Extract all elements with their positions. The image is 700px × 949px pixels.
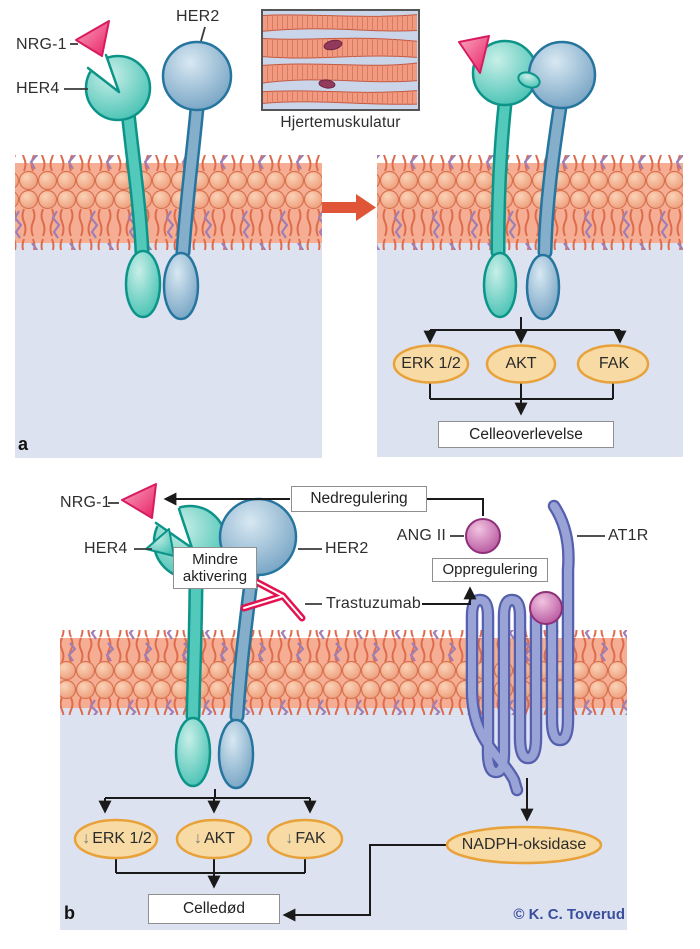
nrg1-ligand-icon-b [121,483,157,519]
nrg1-ligand-icon-a-bound [458,35,490,74]
cell-death-box: Celledød [148,894,280,924]
panel-b-kinase-ovals [73,818,603,865]
her2-label-a: HER2 [176,8,220,25]
angii-ball-bound-icon [529,591,563,625]
less-activation-line2: aktivering [182,568,248,585]
trastuzumab-label: Trastuzumab [326,595,421,612]
her4-receptor-a [80,46,162,319]
angii-ball-icon [465,518,501,554]
panel-a-kinase-ovals [392,344,650,384]
angii-label: ANG II [396,527,446,544]
upregulation-box: Oppregulering [432,558,548,582]
her2-receptor-b [217,497,298,790]
erk-oval-label-a: ERK 1/2 [401,355,461,372]
cell-survival-box: Celleoverlevelse [438,421,614,448]
her4-label-b: HER4 [84,540,128,557]
panel-a-connectors [423,317,627,416]
illustrator-credit: © K. C. Toverud [513,906,625,923]
her4-receptor-b [145,498,228,788]
nrg1-label-a: NRG-1 [16,36,67,53]
her2-receptor-a [161,40,233,321]
panel-b-leaders [108,502,605,605]
nrg1-label-b: NRG-1 [60,494,111,511]
panel-b [60,483,627,930]
nadph-oxidase-label: NADPH-oksidase [461,836,587,853]
fak-text-b: FAK [295,830,326,847]
down-arrow-icon: ↓ [82,830,91,847]
panel-a [15,9,683,458]
inset-caption: Hjertemuskulatur [280,114,401,131]
cell-a-right-membrane [377,155,683,250]
cell-a-left-membrane [15,155,322,250]
fak-oval-label-b: ↓FAK [268,830,343,848]
fak-oval-label-a: FAK [598,355,630,372]
her2-label-b: HER2 [325,540,369,557]
nadph-oval [445,825,603,865]
erk-text-b: ERK 1/2 [92,830,152,847]
erk-oval-label-b: ↓ERK 1/2 [76,830,158,848]
nrg1-ligand-icon-a [75,20,110,57]
transition-arrow-icon [322,194,376,221]
panel-b-letter: b [64,903,75,923]
dimer-contact-icon [517,71,541,89]
panel-b-connectors [98,492,534,922]
down-arrow-icon: ↓ [285,830,294,847]
her2-receptor-a-active [525,40,597,321]
panel-a-leaders [64,26,206,90]
less-activation-box: Mindre aktivering [173,547,257,589]
akt-text-b: AKT [203,830,236,847]
less-activation-line1: Mindre [192,550,238,568]
at1r-receptor [465,499,575,797]
at1r-label: AT1R [608,527,649,544]
heart-muscle-inset [261,9,420,111]
her4-receptor-a-active [471,39,539,319]
downregulation-box: Nedregulering [291,486,427,512]
her4-label-a: HER4 [16,80,60,97]
akt-oval-label-b: ↓AKT [177,830,252,848]
panel-a-letter: a [18,434,29,454]
akt-oval-label-a: AKT [505,355,537,372]
down-arrow-icon: ↓ [193,830,202,847]
